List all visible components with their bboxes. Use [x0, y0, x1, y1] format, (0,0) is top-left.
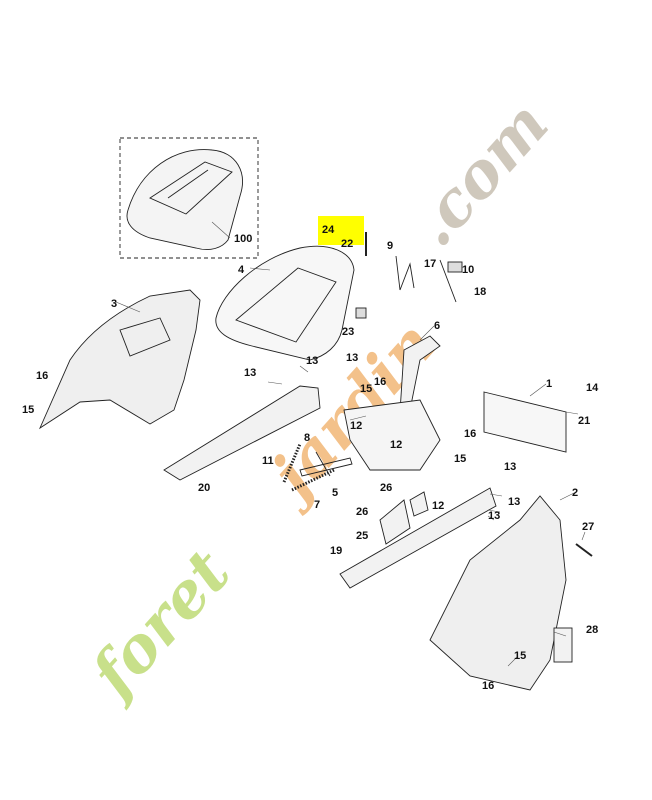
- callout-10: 10: [462, 264, 475, 276]
- callout-13f: 13: [488, 510, 501, 522]
- callout-16a: 16: [36, 370, 49, 382]
- callout-3: 3: [111, 298, 118, 310]
- callout-16c: 16: [464, 428, 477, 440]
- callout-28: 28: [586, 624, 599, 636]
- callout-15a: 15: [22, 404, 35, 416]
- callout-15b: 15: [360, 383, 373, 395]
- part-11-spring: [282, 443, 302, 483]
- part-26b-bracket: [409, 491, 429, 517]
- callout-26b: 26: [356, 506, 369, 518]
- part-26-bracket: [379, 499, 411, 545]
- part-3-left-panel: [38, 289, 201, 430]
- part-20-left-rail: [163, 385, 321, 481]
- leader-lines: [115, 221, 586, 667]
- part-9-spring: [395, 255, 415, 291]
- callout-14: 14: [586, 382, 599, 394]
- callout-13a: 13: [306, 355, 319, 367]
- callout-25: 25: [356, 530, 369, 542]
- callout-4: 4: [238, 264, 245, 276]
- callout-15d: 15: [514, 650, 527, 662]
- callout-17: 17: [424, 258, 437, 270]
- callout-7: 7: [314, 499, 321, 511]
- callout-6: 6: [434, 320, 441, 332]
- callout-8: 8: [304, 432, 311, 444]
- callout-19: 19: [330, 545, 343, 557]
- callout-16b: 16: [374, 376, 387, 388]
- part-1-plate: [483, 391, 567, 453]
- callout-12c: 12: [432, 500, 445, 512]
- callout-16d: 16: [482, 680, 495, 692]
- callout-18: 18: [474, 286, 487, 298]
- callout-5: 5: [332, 487, 339, 499]
- part-2-right-panel: [429, 495, 567, 691]
- callout-22: 22: [341, 238, 354, 250]
- callout-20: 20: [198, 482, 211, 494]
- part-23-block: [355, 307, 367, 319]
- central-frame: [343, 399, 441, 471]
- part-19-right-rail: [339, 487, 497, 589]
- callout-2: 2: [572, 487, 579, 499]
- part-17-rod: [439, 259, 457, 303]
- part-8-pin: [315, 451, 331, 477]
- callout-12a: 12: [350, 420, 363, 432]
- part-4-hood: [215, 245, 355, 361]
- part-100-cover: [126, 149, 243, 251]
- callout-24: 24: [318, 216, 364, 245]
- callout-1: 1: [546, 378, 553, 390]
- part-27-screw: [575, 543, 593, 557]
- callout-15c: 15: [454, 453, 467, 465]
- callout-100: 100: [234, 233, 253, 245]
- callout-11: 11: [262, 455, 274, 467]
- callout-21: 21: [578, 415, 591, 427]
- callout-9: 9: [387, 240, 394, 252]
- callout-23: 23: [342, 326, 355, 338]
- callout-13e: 13: [508, 496, 521, 508]
- callout-26a: 26: [380, 482, 393, 494]
- part-10-clip: [447, 261, 463, 273]
- callout-13c: 13: [244, 367, 257, 379]
- watermark-tld: .com: [397, 88, 563, 260]
- callout-13b: 13: [346, 352, 359, 364]
- part-100-box: [119, 137, 259, 259]
- watermark-foret: foret: [74, 535, 244, 713]
- part-28-label: [553, 627, 573, 663]
- part-5-bar: [299, 457, 353, 477]
- callout-27: 27: [582, 521, 595, 533]
- callout-12b: 12: [390, 439, 403, 451]
- callout-13d: 13: [504, 461, 517, 473]
